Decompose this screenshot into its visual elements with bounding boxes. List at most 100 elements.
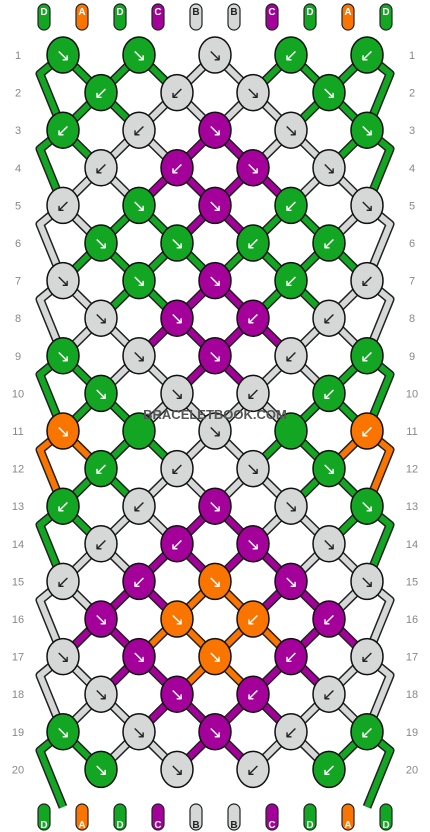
knot-shape [46,337,80,375]
strand-letter: C [154,820,161,831]
knot-shape [312,675,346,713]
strand-letter: D [306,7,313,18]
knot-arrow: ↘ [56,46,70,66]
knot-shape [198,412,232,450]
knot-shape [46,261,80,300]
watermark-text: BRACELETBOOK.COM [143,407,287,422]
knot-arrow: ↘ [208,347,222,367]
knot-grid: ↘↘↘↙↙↙↙↘↘↙↙↘↘↘↙↙↘↘↙↘↘↙↘↘↘↙↙↘↘↘↙↙↘↘↙↙↘↘↘↙… [46,36,384,789]
knot-arrow: ↘ [246,84,260,104]
knot-arrow: ↙ [284,347,298,367]
knot-arrow: ↘ [246,535,260,555]
knot: ↙ [46,186,80,225]
knot-arrow: ↙ [284,648,298,668]
knot: ↘ [312,149,346,187]
knot-arrow: ↙ [94,84,108,104]
knot: ↘ [198,562,232,601]
knot-arrow: ↘ [132,723,146,743]
knot: ↘ [312,73,346,112]
strand-tab: D [113,3,127,31]
knot-shape [198,713,232,751]
knot-arrow: ↘ [360,572,374,592]
knot-arrow: ↘ [208,121,222,141]
knot-shape [122,713,156,751]
knot-shape [274,261,308,300]
knot-arrow: ↘ [208,46,222,66]
row-number-right: 6 [409,238,415,250]
knot: ↙ [160,525,194,563]
knot-shape [198,36,232,74]
knot-arrow: ↘ [94,685,108,705]
knot-arrow: ↙ [322,309,336,329]
knot-arrow: ↙ [246,234,260,254]
knot-arrow: ↘ [284,121,298,141]
knot-shape [236,224,270,262]
row-number-left: 14 [12,539,24,551]
row-number-right: 5 [409,200,415,212]
knot-shape [198,562,232,601]
knot: ↘ [46,261,80,300]
row-number-left: 4 [15,163,21,175]
knot-arrow: ↙ [132,497,146,517]
strand-thread-end [37,803,51,831]
knot-arrow: ↙ [56,121,70,141]
knot-shape [274,637,308,676]
strand-letter: B [192,820,199,831]
knot-shape [198,487,232,525]
strand-thread-end [189,803,203,831]
knot-arrow: ↘ [170,309,184,329]
knot-shape [160,149,194,187]
knot-shape [350,186,384,225]
knot-arrow: ↘ [360,497,374,517]
knot-shape [236,149,270,187]
knot-shape [312,73,346,112]
knot: ↙ [274,186,308,225]
knot-arrow: ↘ [208,272,222,292]
knot: ↙ [84,149,118,187]
knot: ↘ [84,600,118,638]
knot-shape [274,186,308,225]
strand-thread-end [37,3,51,31]
knot-arrow: ↙ [284,46,298,66]
strand-tab: C [265,3,279,31]
strand-tab: C [151,3,165,31]
knot-shape [312,750,346,789]
knot-arrow: ↙ [56,572,70,592]
knot: ↘ [122,261,156,300]
row-number-right: 2 [409,88,415,100]
knot-arrow: ↘ [94,384,108,404]
knot: ↙ [236,750,270,789]
strand-tab: A [341,803,355,831]
knot-arrow: ↘ [94,234,108,254]
knot: ↙ [236,299,270,337]
knot: ↘ [198,337,232,375]
knot-arrow: ↘ [322,535,336,555]
knot-arrow: ↘ [284,572,298,592]
knot-arrow: ↙ [322,384,336,404]
row-number-right: 13 [406,501,418,513]
knot-shape [122,337,156,375]
knot-arrow: ↙ [170,159,184,179]
knot-shape [236,374,270,413]
knot: ↘ [160,600,194,638]
knot: ↙ [274,713,308,751]
knot-arrow: ↘ [132,648,146,668]
knot-shape [84,525,118,563]
knot-shape [122,111,156,149]
knot: ↘ [84,299,118,337]
strand-thread-end [379,803,393,831]
knot-shape [160,600,194,638]
knot-shape [122,487,156,525]
strand-thread-end [303,803,317,831]
knot-shape [84,149,118,187]
row-number-right: 14 [406,539,418,551]
knot-arrow: ↘ [94,309,108,329]
knot-shape [46,111,80,149]
knot-shape [350,637,384,676]
strand-letter: A [78,820,85,831]
knot: ↘ [350,487,384,525]
knot: ↙ [236,374,270,413]
knot-shape [84,299,118,337]
knot-shape [84,224,118,262]
